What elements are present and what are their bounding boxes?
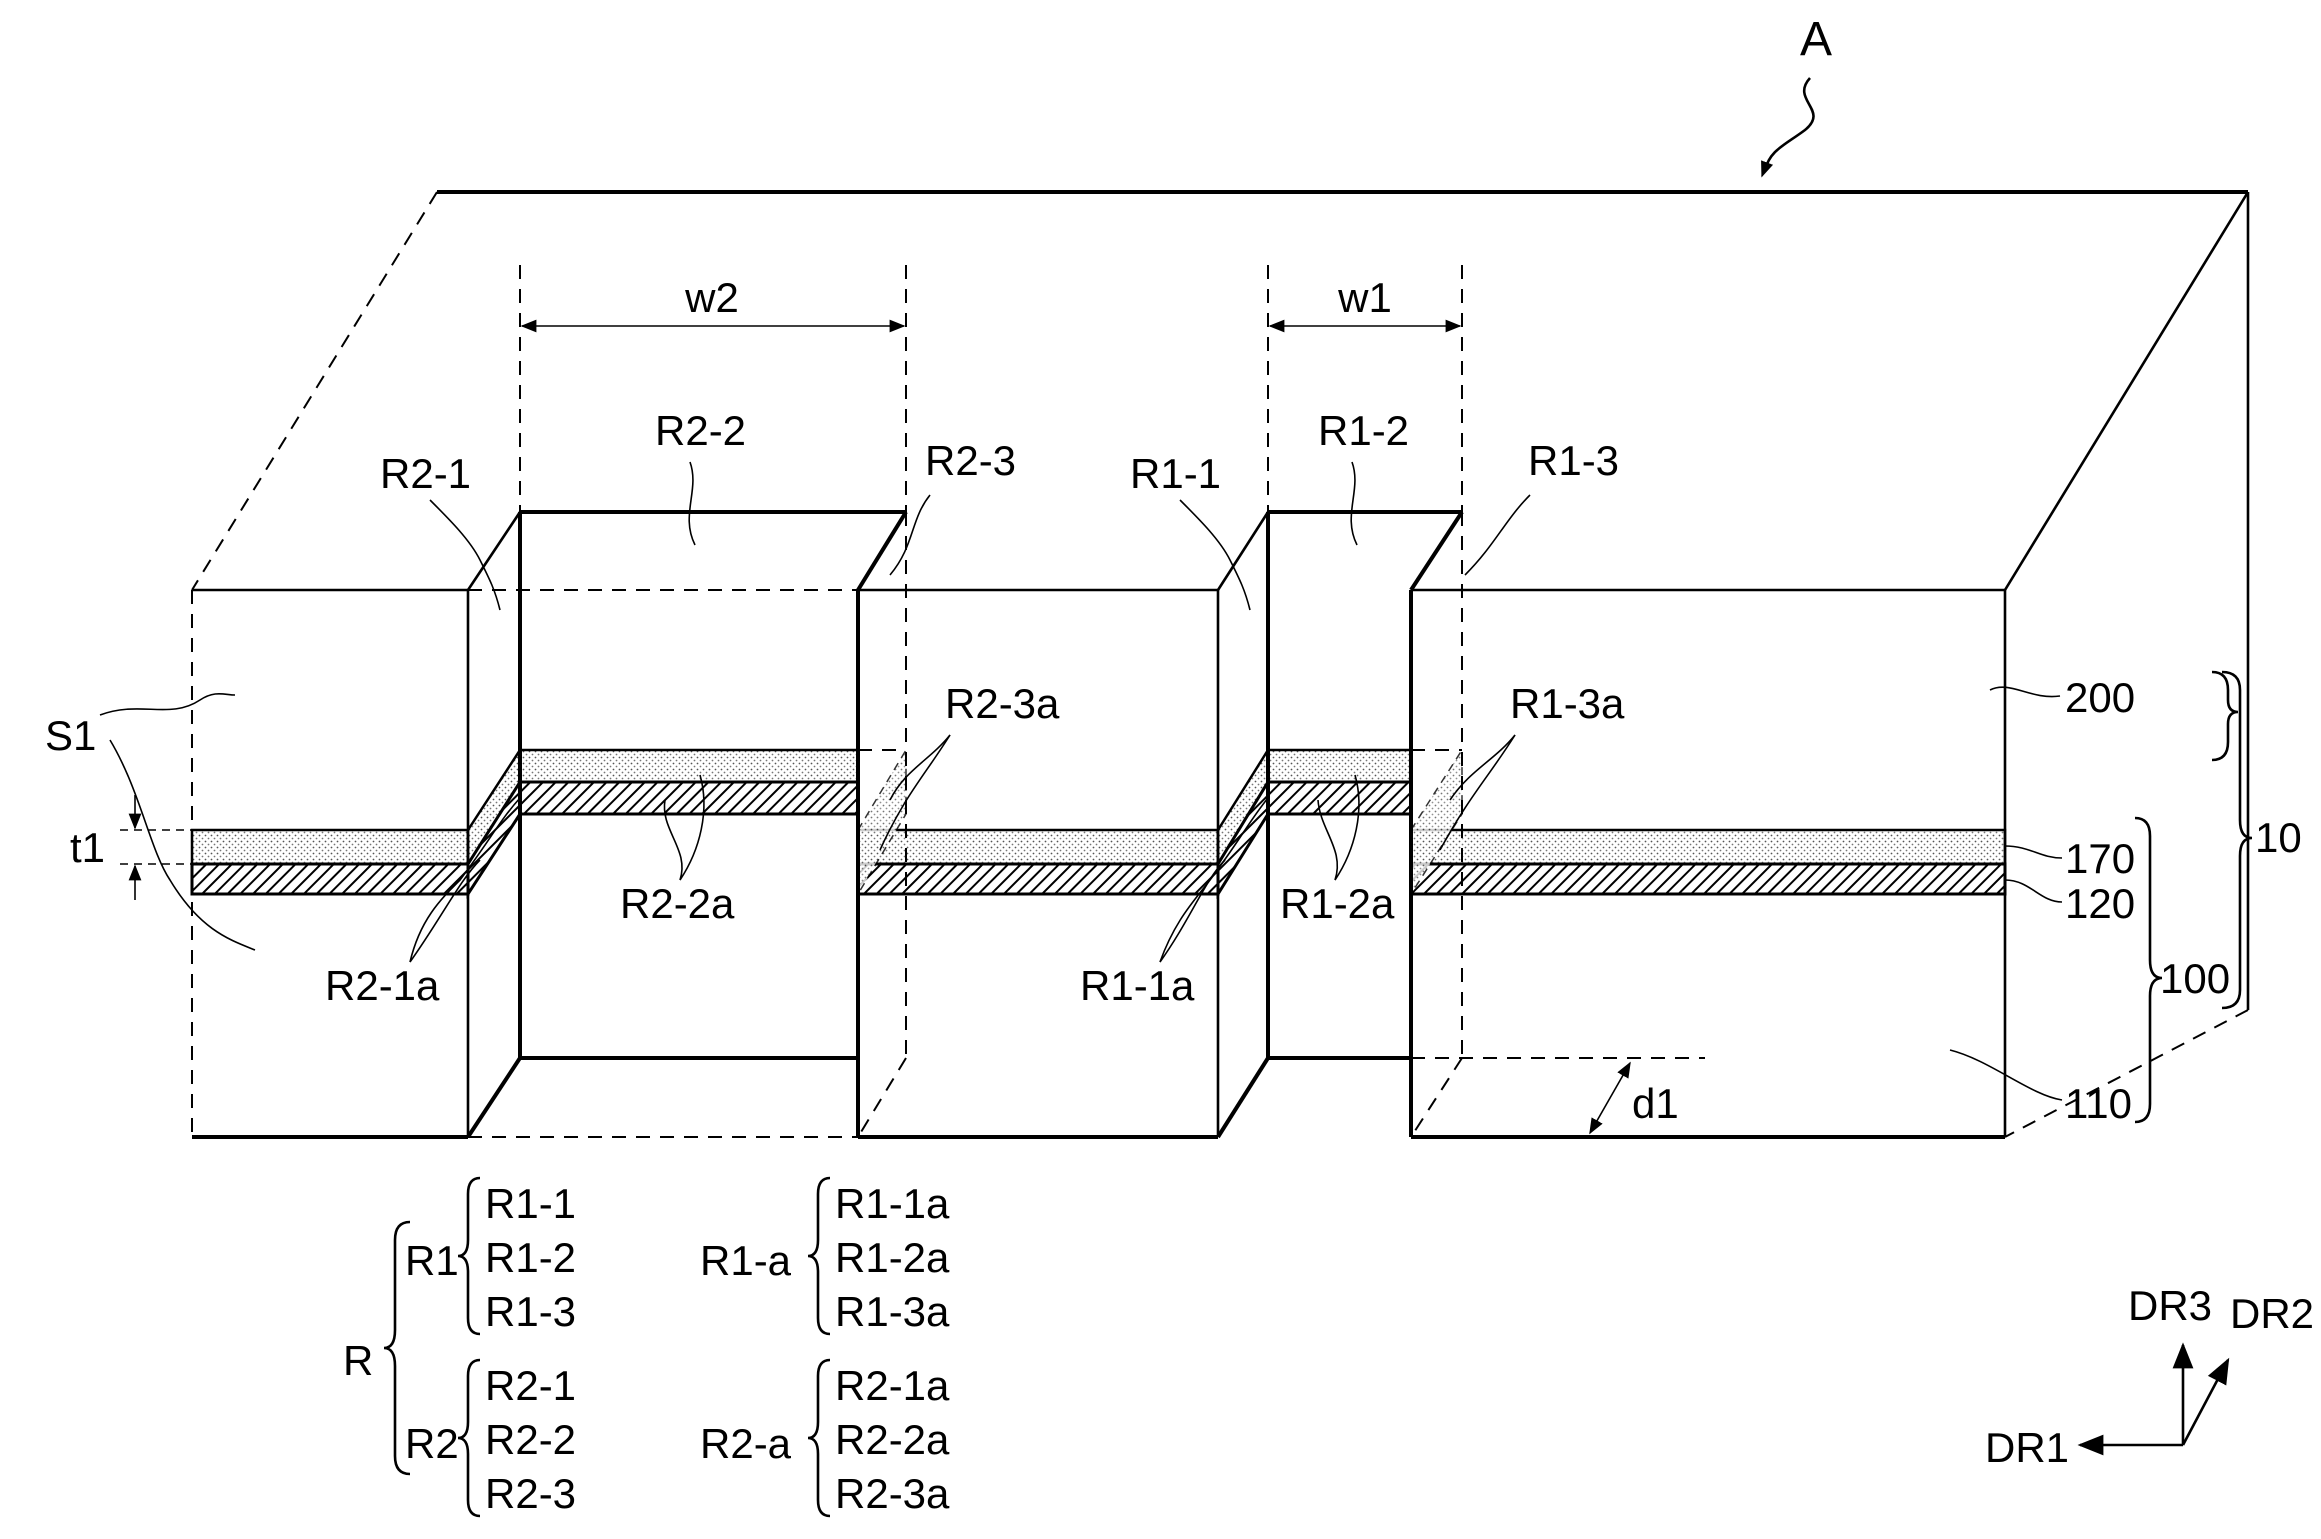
- label-r2-2: R2-2: [655, 407, 746, 454]
- layer-170-recess: [1266, 748, 1413, 784]
- dimension-d1: d1: [1589, 1061, 1679, 1135]
- brace-100: [2134, 816, 2163, 1124]
- layer-120-segment: [190, 862, 470, 896]
- legend-r1a-item: R1-3a: [835, 1288, 950, 1335]
- legend-r2-item: R2-3: [485, 1470, 576, 1517]
- label-120: 120: [2065, 880, 2135, 927]
- label-w2: w2: [684, 274, 739, 321]
- recess-r1-2: [1216, 510, 1705, 1139]
- label-r2-1a: R2-1a: [325, 962, 440, 1009]
- brace-10: [2221, 670, 2253, 1010]
- recess-r2-2: [466, 510, 908, 1139]
- layer-labels: 200 170 120 100 110 10: [1949, 670, 2302, 1127]
- label-w1: w1: [1337, 274, 1392, 321]
- legend-r2-item: R2-2: [485, 1416, 576, 1463]
- dimension-t1: t1: [70, 795, 192, 900]
- legend-r1-item: R1-1: [485, 1180, 576, 1227]
- label-110: 110: [2065, 1080, 2132, 1127]
- layer-170-recess: [518, 748, 860, 784]
- label-dr3: DR3: [2128, 1282, 2212, 1329]
- label-r2-3a: R2-3a: [945, 680, 1060, 727]
- legend-r1-item: R1-2: [485, 1234, 576, 1281]
- region-labels: R2-1 R2-2 R2-3 R1-1 R1-2 R1-3 R2-3a R1-3…: [45, 407, 1625, 1009]
- label-10: 10: [2255, 814, 2302, 861]
- legend-r1-item: R1-3: [485, 1288, 576, 1335]
- label-t1: t1: [70, 824, 105, 871]
- legend-r1a-item: R1-2a: [835, 1234, 950, 1281]
- legend-r2-item: R2-1: [485, 1362, 576, 1409]
- layer-120-segment: [1409, 862, 2007, 896]
- label-dr1: DR1: [1985, 1424, 2069, 1471]
- top-plane: [191, 190, 2250, 1138]
- brace-200: [2211, 670, 2239, 762]
- label-r2-2a: R2-2a: [620, 880, 735, 927]
- legend-r2a-item: R2-1a: [835, 1362, 950, 1409]
- dimension-w2: w2: [520, 274, 906, 333]
- layer-170-segment: [1409, 828, 2007, 866]
- legend-r: R: [343, 1337, 373, 1384]
- direction-axes: DR1 DR3 DR2: [1985, 1282, 2314, 1471]
- layer-170-segment: [856, 828, 1220, 866]
- layer-170-segment: [190, 828, 470, 866]
- label-r2-3: R2-3: [925, 437, 1016, 484]
- dimension-w1: w1: [1268, 274, 1462, 333]
- legend-r2a-item: R2-2a: [835, 1416, 950, 1463]
- legend-r1: R1: [405, 1237, 459, 1284]
- label-r1-2a: R1-2a: [1280, 880, 1395, 927]
- legend-r2a: R2-a: [700, 1420, 792, 1467]
- label-dr2: DR2: [2230, 1290, 2314, 1337]
- legend-r1a: R1-a: [700, 1237, 792, 1284]
- layer-bands: [190, 745, 2007, 900]
- label-r1-1: R1-1: [1130, 450, 1221, 497]
- label-r1-3a: R1-3a: [1510, 680, 1625, 727]
- view-indicator-a: A: [1761, 13, 1832, 178]
- front-right-block: [1409, 588, 2007, 1139]
- legend-r2a-item: R2-3a: [835, 1470, 950, 1517]
- label-d1: d1: [1632, 1080, 1679, 1127]
- label-170: 170: [2065, 835, 2135, 882]
- legend-r1a-item: R1-1a: [835, 1180, 950, 1227]
- layer-120-recess: [518, 780, 860, 816]
- label-s1: S1: [45, 712, 96, 759]
- layer-120-segment: [856, 862, 1220, 896]
- label-r2-1: R2-1: [380, 450, 471, 497]
- label-r1-2: R1-2: [1318, 407, 1409, 454]
- label-r1-1a: R1-1a: [1080, 962, 1195, 1009]
- label-100: 100: [2160, 955, 2230, 1002]
- label-r1-3: R1-3: [1528, 437, 1619, 484]
- label-200: 200: [2065, 674, 2135, 721]
- layer-120-recess: [1266, 780, 1413, 816]
- width-guides: [519, 265, 1463, 512]
- label-a: A: [1800, 13, 1832, 66]
- front-middle-block: [856, 588, 1220, 1139]
- legend-r2: R2: [405, 1420, 459, 1467]
- legend: R R1 R1-1 R1-2 R1-3 R2 R2-1 R2-2 R2-3 R1…: [343, 1176, 950, 1518]
